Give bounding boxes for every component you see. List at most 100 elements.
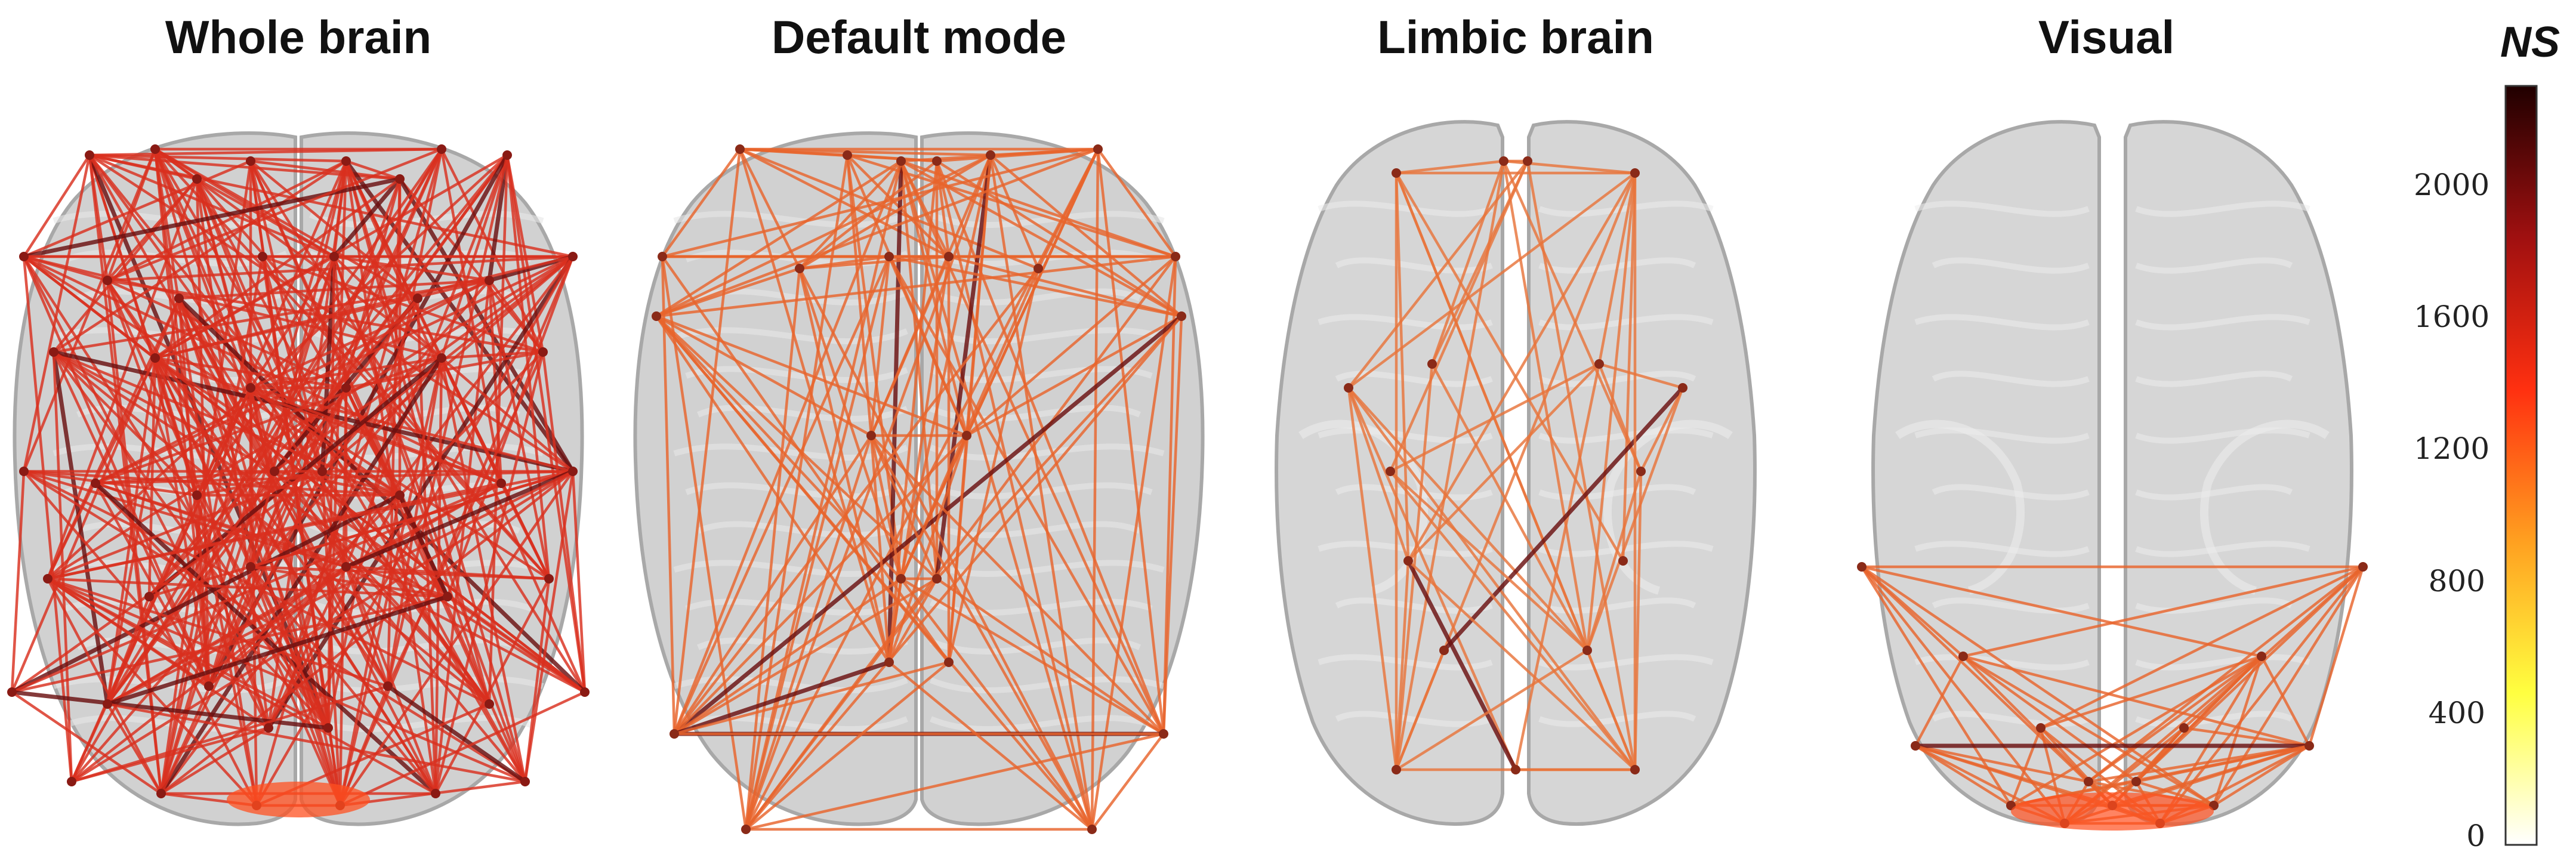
network-edge: [1347, 387, 1410, 561]
network-edge: [662, 147, 1099, 258]
network-edge: [440, 357, 574, 473]
network-edge: [160, 727, 270, 795]
network-edge: [655, 315, 902, 580]
network-edge: [523, 471, 575, 782]
colorbar-title: NS: [2500, 18, 2560, 66]
network-edge: [1097, 148, 1177, 258]
network-edge: [107, 279, 347, 390]
network-edge: [249, 255, 335, 389]
network-node: [485, 699, 494, 709]
network-node: [2304, 741, 2314, 751]
network-edge: [387, 684, 526, 783]
network-edge: [434, 578, 550, 795]
network-edge: [250, 386, 573, 473]
network-edge: [10, 471, 26, 693]
network-edge: [23, 177, 400, 259]
network-edge: [106, 148, 443, 705]
network-edge: [23, 159, 251, 258]
network-edge: [155, 255, 573, 360]
panel-title-limbic-brain: Limbic brain: [1377, 11, 1654, 63]
network-edge: [107, 702, 526, 783]
network-edge: [345, 469, 574, 569]
network-edge: [571, 471, 587, 693]
network-edge: [2213, 566, 2364, 807]
network-edge: [744, 155, 849, 830]
network-edge: [250, 279, 490, 390]
network-node: [1911, 741, 1920, 751]
network-edge: [869, 256, 951, 436]
network-node: [19, 467, 29, 476]
network-node: [2179, 723, 2189, 733]
network-edge: [52, 351, 73, 782]
network-edge: [267, 566, 348, 729]
network-edge: [2009, 727, 2043, 806]
brain-network-whole-brain: [7, 131, 590, 826]
network-edge: [672, 149, 742, 734]
network-node: [1427, 359, 1437, 369]
network-edge: [196, 148, 443, 496]
panel-title-default-mode: Default mode: [771, 11, 1067, 63]
network-edge: [106, 703, 162, 795]
network-edge: [936, 315, 1183, 580]
network-edge: [1096, 149, 1165, 734]
network-edge: [2183, 566, 2364, 729]
colorbar-tick-label: 800: [2428, 563, 2485, 598]
network-edge: [1914, 745, 2012, 807]
network-edge: [1585, 471, 1643, 651]
network-edge: [948, 255, 1182, 318]
network-node: [1499, 156, 1508, 166]
network-edge: [153, 357, 211, 687]
network-edge: [160, 255, 574, 795]
network-edge: [11, 595, 448, 694]
network-node: [1511, 765, 1520, 774]
network-edge: [745, 661, 950, 831]
network-node: [2358, 562, 2368, 572]
network-node: [317, 467, 327, 476]
network-edge: [11, 470, 323, 693]
network-node: [502, 150, 512, 160]
network-edge: [1395, 160, 1506, 770]
network-node: [150, 353, 160, 363]
network-edge: [71, 684, 388, 783]
brain-network-visual: [1857, 120, 2368, 831]
network-edge: [1395, 650, 1446, 770]
network-edge: [1962, 655, 2215, 807]
colorbar-gradient: [2504, 85, 2538, 846]
network-edge: [870, 434, 1093, 831]
network-node: [1177, 311, 1186, 321]
network-edge: [340, 690, 585, 807]
panel-title-visual: Visual: [2038, 11, 2175, 63]
network-edge: [1514, 363, 1601, 770]
network-edge: [656, 147, 1099, 318]
network-edge: [155, 356, 347, 390]
network-edge: [1621, 172, 1637, 561]
network-edge: [338, 686, 390, 806]
network-edge: [745, 148, 1099, 831]
network-node: [932, 574, 942, 584]
network-edge: [159, 387, 252, 794]
network-node: [19, 252, 29, 261]
network-edge: [1395, 649, 1588, 771]
network-edge: [2260, 655, 2310, 747]
network-node: [103, 699, 112, 709]
network-node: [670, 729, 679, 739]
network-edge: [739, 147, 950, 258]
network-edge: [53, 178, 198, 353]
network-edge: [1389, 470, 1636, 771]
network-edge: [51, 351, 110, 705]
network-edge: [107, 255, 573, 282]
network-edge: [1914, 655, 1964, 747]
network-node: [150, 144, 160, 154]
network-edge: [673, 578, 902, 735]
network-node: [7, 687, 17, 697]
colorbar-tick-label: 2000: [2414, 167, 2490, 202]
network-edge: [1861, 566, 2215, 807]
network-edge: [11, 691, 162, 795]
network-edge: [446, 595, 586, 693]
network-node: [1523, 156, 1532, 166]
brain-network-limbic-brain: [1275, 120, 1757, 826]
network-edge: [887, 578, 903, 663]
network-edge: [345, 566, 526, 783]
network-node: [1678, 383, 1687, 393]
